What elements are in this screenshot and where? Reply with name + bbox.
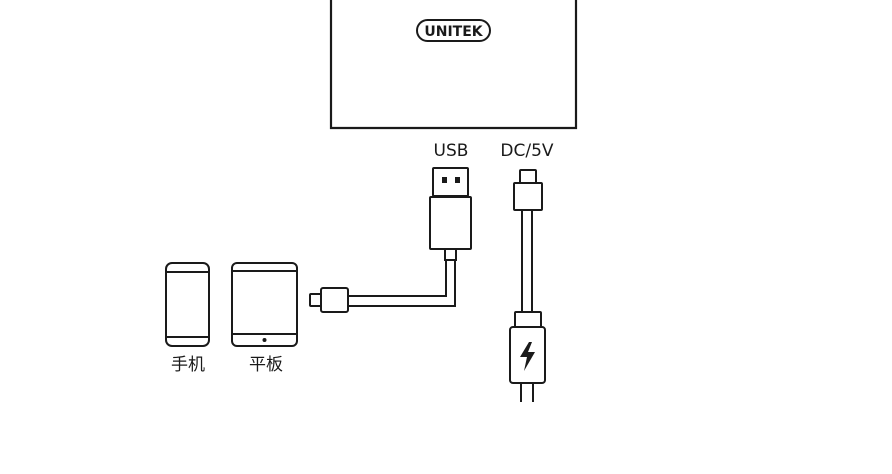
dc-power-cable	[509, 169, 546, 402]
usb-a-plug-head	[432, 167, 469, 197]
usb-cable	[309, 167, 472, 313]
logo-text: UNITEK	[424, 24, 483, 40]
phone-device	[165, 262, 210, 347]
micro-plug-body	[320, 287, 349, 313]
usb-a-plug-body	[429, 196, 472, 250]
micro-plug-tip	[309, 293, 322, 307]
usb-label: USB	[434, 141, 469, 161]
tablet-label: 平板	[249, 355, 283, 375]
lightning-icon	[520, 342, 535, 371]
tablet-device	[231, 262, 298, 347]
dc-plug-tip	[519, 169, 537, 184]
hub-device	[329, 0, 578, 130]
dc-plug-body	[513, 182, 543, 211]
tablet-home-button	[262, 338, 267, 342]
unitek-logo: UNITEK	[416, 19, 491, 42]
phone-label: 手机	[171, 355, 205, 375]
dc-label: DC/5V	[500, 141, 554, 161]
